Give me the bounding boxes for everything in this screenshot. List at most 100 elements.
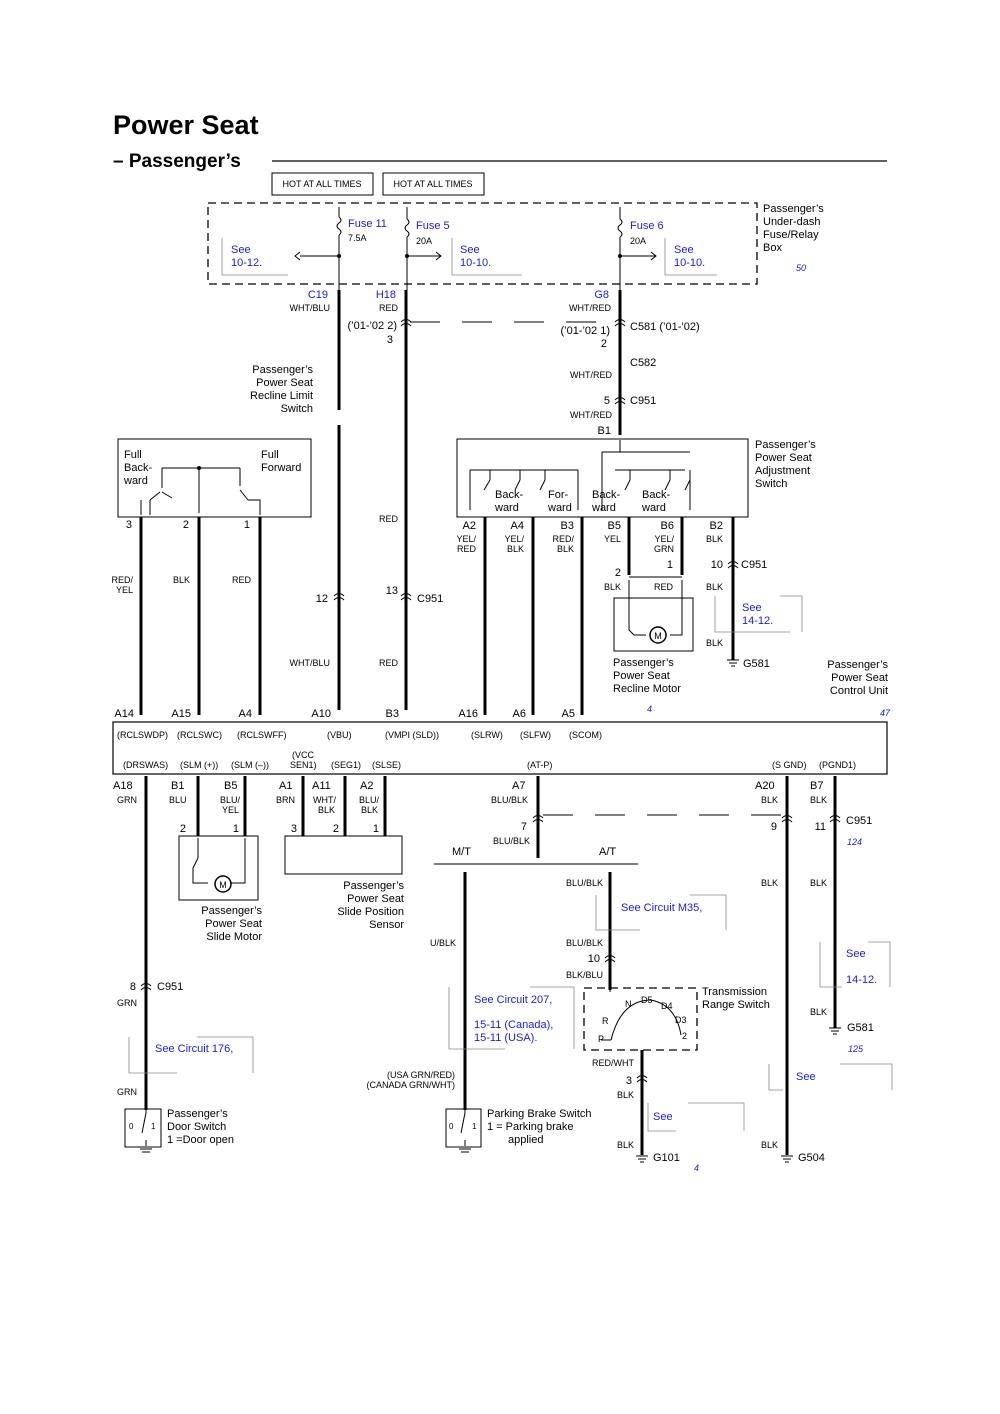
svg-text:Power Seat: Power Seat	[347, 893, 404, 905]
slide-motor-label: Passenger’s Power Seat Slide Motor	[201, 905, 262, 943]
svg-text:Full: Full	[261, 449, 279, 461]
svg-text:BLK: BLK	[617, 1140, 634, 1150]
svg-text:C951: C951	[417, 593, 443, 605]
svg-text:YEL: YEL	[604, 534, 621, 544]
svg-text:BLU/BLK: BLU/BLK	[566, 938, 603, 948]
svg-text:B6: B6	[661, 520, 674, 532]
svg-text:(AT-P): (AT-P)	[527, 760, 552, 770]
svg-text:15-11 (USA).[interactable]: 15-11 (USA).	[474, 1032, 537, 1044]
svg-text:3: 3	[126, 519, 132, 531]
see-circuit-207-link[interactable]: See Circuit 207,	[474, 994, 552, 1006]
svg-text:ward: ward	[641, 502, 666, 514]
svg-text:A2: A2	[360, 780, 373, 792]
svg-text:C951: C951	[157, 981, 183, 993]
svg-text:3: 3	[291, 823, 297, 835]
motor-icon	[649, 626, 667, 644]
svg-text:For-: For-	[548, 489, 569, 501]
svg-text:M: M	[219, 880, 227, 890]
svg-text:10-12.[interactable]: 10-12.	[231, 257, 262, 269]
fuse-5-label: Fuse 5	[416, 220, 450, 232]
svg-text:BLK: BLK	[761, 1140, 778, 1150]
page-subtitle: – Passenger’s	[113, 151, 241, 172]
svg-text:14-12.[interactable]: 14-12.	[846, 974, 877, 986]
fusebox-label: Passenger’s Under-dash Fuse/Relay Box	[763, 203, 824, 254]
svg-text:124: 124	[847, 837, 862, 847]
svg-text:Passenger’s: Passenger’s	[613, 657, 674, 669]
svg-text:10-10.[interactable]: 10-10.	[460, 257, 491, 269]
svg-text:A7: A7	[512, 780, 525, 792]
svg-text:Full: Full	[124, 449, 142, 461]
svg-text:2: 2	[333, 823, 339, 835]
see-link-g504[interactable]: See	[796, 1071, 816, 1083]
svg-text:WHT/RED: WHT/RED	[570, 370, 612, 380]
svg-text:(VCC: (VCC	[292, 750, 314, 760]
svg-text:5: 5	[604, 395, 610, 407]
svg-text:WHT/RED: WHT/RED	[570, 410, 612, 420]
svg-text:10-10.[interactable]: 10-10.	[674, 257, 705, 269]
svg-text:BLK: BLK	[173, 575, 190, 585]
fuse-6-label: Fuse 6	[630, 220, 664, 232]
svg-text:A10: A10	[311, 708, 331, 720]
svg-text:P: P	[598, 1034, 604, 1044]
fusebox-page-ref: 50	[796, 263, 806, 273]
svg-text:(VMPI (SLD)): (VMPI (SLD))	[385, 730, 439, 740]
svg-text:Door Switch: Door Switch	[167, 1121, 226, 1133]
svg-text:D5: D5	[641, 995, 653, 1005]
c581-connector: C581 (’01-’02)	[630, 321, 700, 333]
svg-text:(SLSE): (SLSE)	[372, 760, 401, 770]
svg-text:Passenger’s: Passenger’s	[252, 364, 313, 376]
svg-text:BLU/BLK: BLU/BLK	[491, 795, 528, 805]
see-1412-link[interactable]: See	[742, 602, 762, 614]
see-circuit-m35-link[interactable]: See Circuit M35,	[621, 902, 702, 914]
svg-text:C951: C951	[846, 815, 872, 827]
svg-text:Back-: Back-	[642, 489, 670, 501]
svg-text:(SEG1): (SEG1)	[331, 760, 361, 770]
svg-text:1 =Door open: 1 =Door open	[167, 1134, 234, 1146]
see-circuit-176-link[interactable]: See Circuit 176,	[155, 1043, 233, 1055]
svg-text:RED: RED	[379, 303, 399, 313]
see-1412-link-2[interactable]: See	[846, 948, 866, 960]
svg-text:D3: D3	[675, 1015, 687, 1025]
svg-text:Back-: Back-	[495, 489, 523, 501]
see-link-3[interactable]: See	[674, 244, 694, 256]
parking-brake-label: Parking Brake Switch 1 = Parking brake a…	[487, 1108, 592, 1146]
svg-text:BLK: BLK	[706, 638, 723, 648]
svg-text:(SLRW): (SLRW)	[471, 730, 503, 740]
svg-text:0: 0	[129, 1122, 134, 1131]
svg-text:YEL/: YEL/	[456, 534, 476, 544]
svg-text:Control Unit: Control Unit	[830, 685, 888, 697]
svg-text:(SLFW): (SLFW)	[520, 730, 551, 740]
svg-text:1: 1	[244, 519, 250, 531]
svg-text:A6: A6	[513, 708, 526, 720]
svg-text:Switch: Switch	[281, 403, 313, 415]
see-link-2[interactable]: See	[460, 244, 480, 256]
svg-text:ward: ward	[123, 475, 148, 487]
svg-text:BLU/BLK: BLU/BLK	[566, 878, 603, 888]
svg-text:GRN: GRN	[117, 795, 137, 805]
svg-text:Passenger’s: Passenger’s	[201, 905, 262, 917]
see-link-g101[interactable]: See	[653, 1111, 673, 1123]
svg-text:BLU/: BLU/	[359, 795, 380, 805]
svg-text:BLK: BLK	[810, 795, 827, 805]
svg-text:2: 2	[601, 338, 607, 350]
see-link-1[interactable]: See	[231, 244, 251, 256]
svg-text:8: 8	[130, 981, 136, 993]
svg-text:Power Seat: Power Seat	[256, 377, 313, 389]
svg-text:A18: A18	[113, 780, 133, 792]
svg-text:R: R	[602, 1016, 609, 1026]
svg-text:BLK: BLK	[361, 805, 378, 815]
svg-text:15-11 (Canada),[interactable]: 15-11 (Canada),	[474, 1019, 553, 1031]
transmission-range-switch	[583, 987, 698, 1051]
svg-text:12: 12	[316, 593, 328, 605]
fuse-5-rating: 20A	[416, 236, 432, 246]
ground-g504: G504	[798, 1152, 825, 1164]
svg-text:(PGND1): (PGND1)	[819, 760, 856, 770]
svg-text:BLK/BLU: BLK/BLU	[566, 970, 603, 980]
svg-text:14-12.[interactable]: 14-12.	[742, 615, 773, 627]
slide-motor-icon	[214, 875, 232, 893]
svg-text:RED/: RED/	[552, 534, 574, 544]
hot-label-2: HOT AT ALL TIMES	[393, 179, 472, 189]
recline-motor	[613, 597, 694, 652]
svg-text:10: 10	[588, 953, 600, 965]
svg-text:BLU: BLU	[169, 795, 187, 805]
